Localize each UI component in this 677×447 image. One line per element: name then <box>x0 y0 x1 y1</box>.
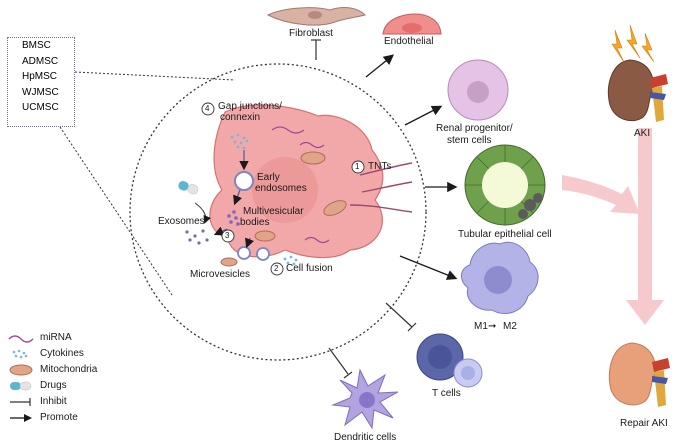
drug-capsule <box>178 181 199 195</box>
microvesicle-mito <box>220 257 238 267</box>
mech-4-number: 4 <box>205 104 210 113</box>
multivesicular-body-dots <box>227 210 240 226</box>
promote-endothelial <box>365 54 395 78</box>
source-wjmsc: WJMSC <box>22 86 59 98</box>
tubular-label: Tubular epithelial cell <box>458 229 552 240</box>
endothelial-label: Endothelial <box>384 36 434 47</box>
pink-arrow-horizontal <box>562 175 640 214</box>
promote-macrophage <box>399 255 458 280</box>
aki-kidney <box>607 59 668 122</box>
mechanism-3-circle <box>221 229 235 243</box>
cytokines-cluster-bottom <box>283 255 298 266</box>
legend-drugs: Drugs <box>8 378 67 393</box>
mech-1-number: 1 <box>355 162 360 171</box>
mechanism-1-circle <box>351 160 365 174</box>
projection-line-bottom <box>59 126 173 296</box>
legend-drugs-label: Drugs <box>40 380 67 391</box>
microvesicle-1 <box>237 246 251 260</box>
inhibit-tcells <box>385 302 413 328</box>
cytokines-icon <box>12 349 28 358</box>
inhibit-icon <box>10 397 31 406</box>
tnts-label: TNTs <box>368 161 392 172</box>
exosome-dots <box>185 229 209 245</box>
tubular-epithelial-cell <box>464 144 546 226</box>
early-endosomes-label-2: endosomes <box>255 183 307 194</box>
legend-cytokines: Cytokines <box>8 346 84 361</box>
source-hpmsc: HpMSC <box>22 71 58 82</box>
legend-inhibit: Inhibit <box>8 394 67 409</box>
macrophage-label-m1: M1 <box>474 321 488 332</box>
legend-mirna: miRNA <box>8 330 72 345</box>
microvesicle-2 <box>256 247 270 261</box>
early-endosomes-label-1: Early <box>257 172 280 183</box>
source-ucmsc: UCMSC <box>22 102 59 113</box>
mirna-in-cell <box>271 126 330 244</box>
mirna-icon <box>8 334 34 343</box>
inhibit-dendritic <box>328 347 349 375</box>
source-bmsc: BMSC <box>22 40 51 51</box>
repair-kidney <box>608 342 670 407</box>
legend-mitochondria-label: Mitochondria <box>40 364 98 375</box>
drug-arrow <box>194 202 211 224</box>
macrophage-arrow: ➞ <box>488 321 497 332</box>
mvb-label-1: Multivesicular <box>243 206 304 217</box>
legend-promote-label: Promote <box>40 412 78 423</box>
internal-arrows <box>213 150 255 249</box>
promote-icon <box>10 413 32 422</box>
aki-label: AKI <box>634 128 651 139</box>
repair-aki-label: Repair AKI <box>620 418 668 429</box>
msc-nucleus <box>252 157 318 223</box>
dendritic-label: Dendritic cells <box>334 432 397 443</box>
mitochondria-icon <box>9 364 33 375</box>
gap-junctions-label-1: Gap junctions/ <box>218 101 282 112</box>
tnt-tubes <box>349 162 413 213</box>
mechanism-2-circle <box>270 262 284 276</box>
early-endosome <box>234 171 254 191</box>
pink-arrow-vertical <box>626 128 664 325</box>
fibroblast-label: Fibroblast <box>289 28 333 39</box>
source-admsc: ADMSC <box>22 55 59 67</box>
lightning-icon <box>611 24 655 63</box>
msc-source-box: BMSC ADMSC HpMSC WJMSC UCMSC <box>7 37 75 127</box>
legend-inhibit-label: Inhibit <box>40 396 67 407</box>
legend-mirna-label: miRNA <box>40 332 72 343</box>
gap-junctions-label-2: connexin <box>220 112 261 123</box>
microvesicles-label: Microvesicles <box>190 269 251 280</box>
mech-3-number: 3 <box>225 231 230 240</box>
mech-2-number: 2 <box>274 264 279 273</box>
drugs-icon <box>10 381 32 390</box>
legend-mitochondria: Mitochondria <box>8 362 97 377</box>
mitochondria-in-cell <box>254 151 347 242</box>
macrophage-label-m2: M2 <box>503 321 517 332</box>
projection-line-top <box>74 71 236 81</box>
mechanism-4-circle <box>201 102 215 116</box>
renal-progenitor-label-2: stem cells <box>447 135 492 146</box>
exosomes-label: Exosomes <box>158 216 205 227</box>
cell-fusion-label: Cell fusion <box>286 263 333 274</box>
promote-renal-progenitor <box>404 105 443 126</box>
legend-promote: Promote <box>8 410 78 425</box>
renal-progenitor-label-1: Renal progenitor/ <box>436 123 513 134</box>
legend-cytokines-label: Cytokines <box>40 348 84 359</box>
cytokines-cluster-top <box>230 133 249 150</box>
msc-zoom-circle <box>129 63 427 361</box>
mvb-label-2: bodies <box>240 217 270 228</box>
tcells-label: T cells <box>432 388 461 399</box>
